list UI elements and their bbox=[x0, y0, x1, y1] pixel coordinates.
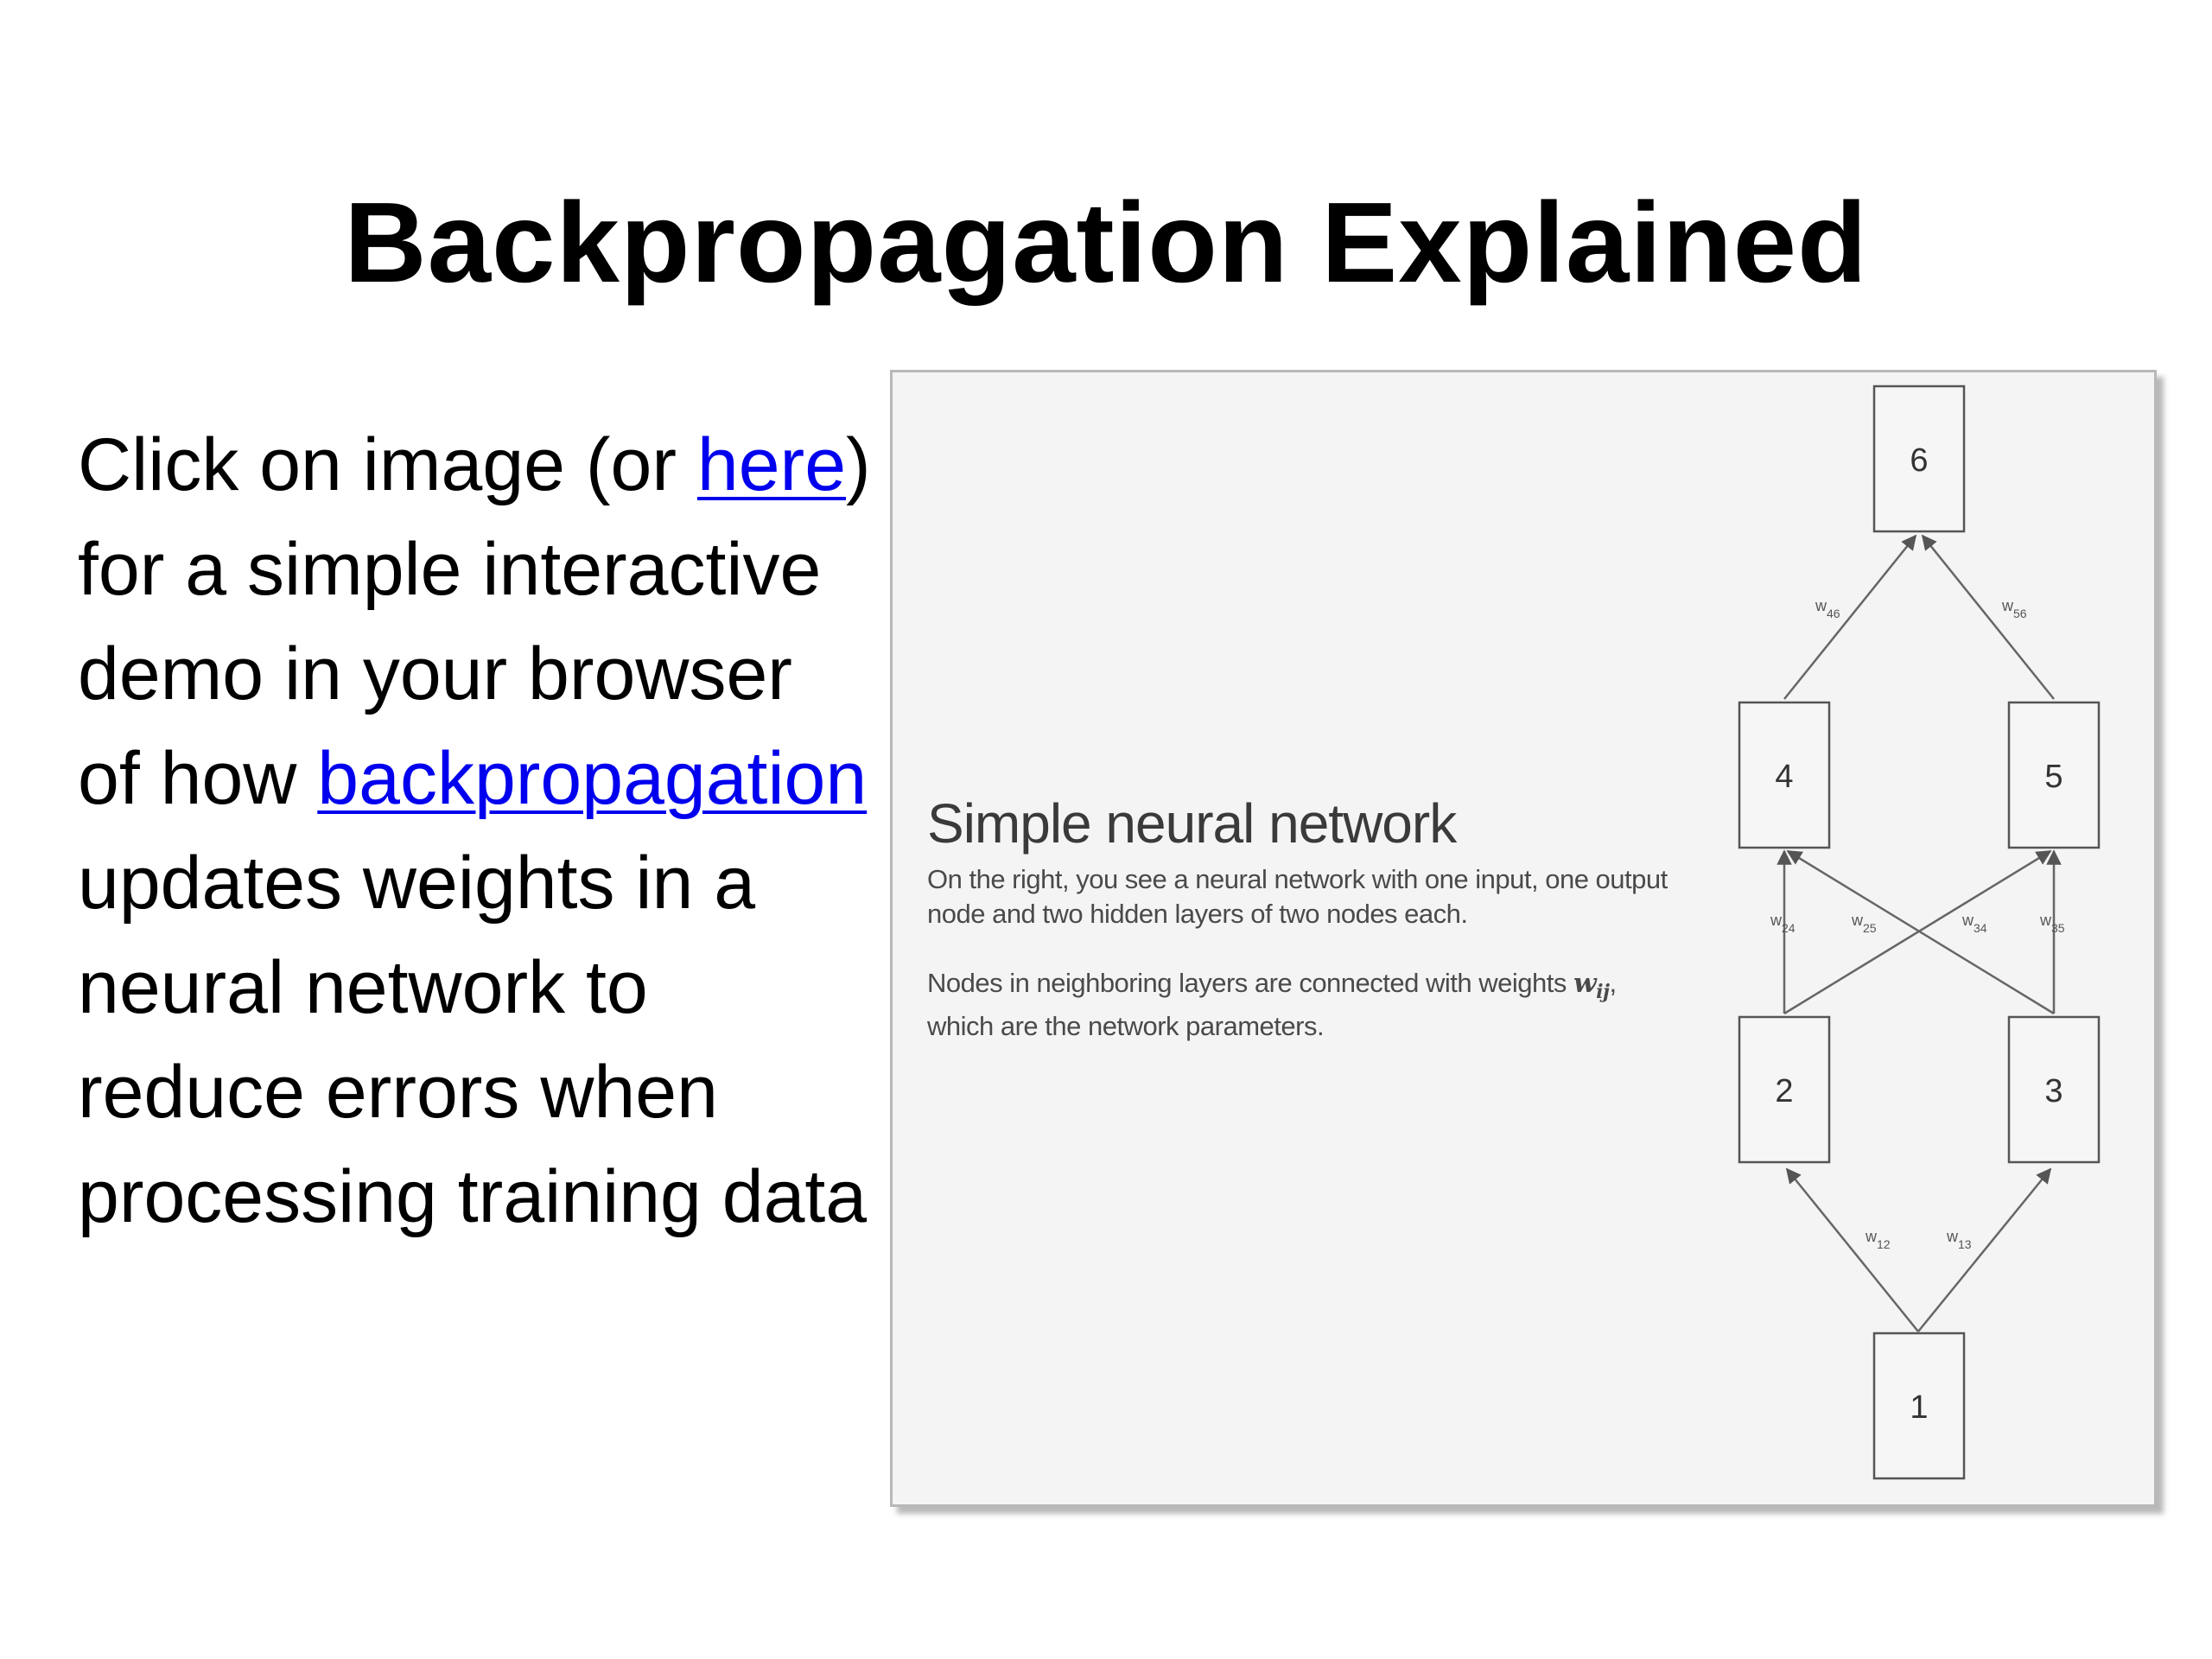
node-labels: 6 4 5 2 3 1 bbox=[1775, 442, 2063, 1426]
edge-5-6 bbox=[1921, 534, 2055, 700]
node-2-box bbox=[1738, 1015, 1831, 1164]
weight-label-w13: w13 bbox=[1946, 1228, 1972, 1251]
wij-symbol: wij bbox=[1573, 968, 1610, 1004]
weight-label-w35: w35 bbox=[2039, 912, 2065, 935]
demo-paragraph-1: On the right, you see a neural network w… bbox=[927, 864, 1668, 929]
here-link[interactable]: here bbox=[696, 423, 847, 506]
body-text-part2: ) for a simple interactive demo in your … bbox=[78, 423, 871, 820]
node-4-box bbox=[1738, 701, 1831, 849]
node-label-1: 1 bbox=[1910, 1389, 1928, 1426]
node-label-5: 5 bbox=[2044, 759, 2063, 795]
demo-heading: Simple neural network bbox=[927, 792, 1457, 855]
node-label-2: 2 bbox=[1775, 1073, 1793, 1109]
demo-screenshot-link[interactable]: Simple neural network On the right, you … bbox=[890, 370, 2157, 1507]
demo-paragraph-2: Nodes in neighboring layers are connecte… bbox=[927, 966, 1670, 1044]
network-diagram: w46 w56 w24 w25 w34 w35 w12 w13 6 4 5 2 … bbox=[1738, 385, 2101, 1480]
weight-label-w34: w34 bbox=[1961, 912, 1987, 935]
edge-1-2 bbox=[1785, 1167, 1919, 1332]
node-label-4: 4 bbox=[1775, 759, 1793, 795]
edge-1-3 bbox=[1917, 1167, 2052, 1332]
weight-label-w46: w46 bbox=[1815, 597, 1840, 620]
edge-3-4 bbox=[1786, 849, 2055, 1015]
node-3-box bbox=[2007, 1015, 2101, 1164]
weight-label-w56: w56 bbox=[2001, 597, 2027, 620]
node-5-box bbox=[2007, 701, 2101, 849]
weight-label-w12: w12 bbox=[1865, 1228, 1891, 1251]
edge-2-5 bbox=[1783, 849, 2052, 1015]
node-label-3: 3 bbox=[2044, 1073, 2063, 1109]
weight-label-w25: w25 bbox=[1851, 912, 1877, 935]
body-text-part3: updates weights in a neural network to r… bbox=[78, 842, 868, 1238]
weight-labels: w46 w56 w24 w25 w34 w35 w12 w13 bbox=[1770, 597, 2065, 1251]
node-label-6: 6 bbox=[1910, 442, 1928, 479]
demo-paragraph-2-start: Nodes in neighboring layers are connecte… bbox=[927, 968, 1573, 998]
body-text-part1: Click on image (or bbox=[78, 423, 697, 506]
network-edges bbox=[1777, 534, 2062, 1332]
network-nodes bbox=[1738, 385, 2101, 1480]
node-6-box bbox=[1872, 385, 1966, 533]
demo-paragraph-2-end: , which are the network parameters. bbox=[927, 968, 1617, 1042]
slide-title: Backpropagation Explained bbox=[344, 179, 1868, 307]
node-1-box bbox=[1872, 1332, 1966, 1480]
edge-4-6 bbox=[1783, 534, 1917, 700]
backpropagation-link[interactable]: backpropagation bbox=[317, 737, 868, 820]
weight-label-w24: w24 bbox=[1770, 912, 1796, 935]
slide-body-text: Click on image (or here) for a simple in… bbox=[78, 413, 873, 1249]
